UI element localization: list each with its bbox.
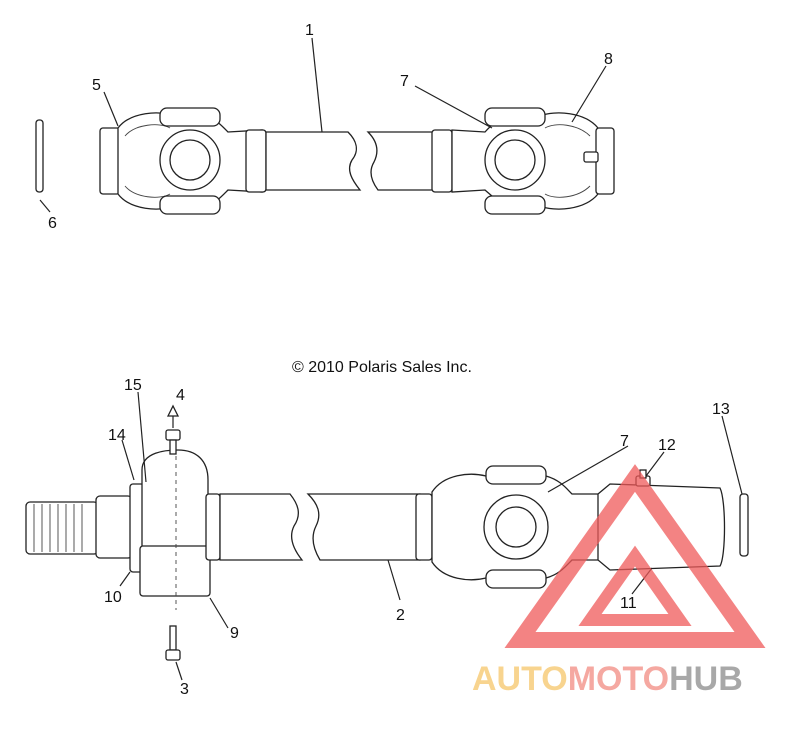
watermark-text: AUTOMOTOHUB (472, 660, 743, 698)
callout-7-top: 7 (400, 73, 409, 90)
watermark-triangle-outer (504, 464, 766, 648)
callout-11: 11 (620, 595, 637, 612)
callout-4: 4 (176, 387, 185, 404)
right-yoke (431, 107, 615, 215)
callout-10: 10 (104, 589, 122, 606)
left-yoke (99, 107, 267, 215)
callout-9: 9 (230, 625, 239, 642)
callout-6: 6 (48, 215, 57, 232)
shaft-tube-left (265, 131, 362, 191)
copyright-notice: © 2010 Polaris Sales Inc. (292, 359, 472, 376)
bolt-lower (165, 625, 181, 661)
watermark-logo: AUTOMOTOHUB (472, 464, 766, 698)
roll-pin (35, 119, 44, 193)
lower-shaft-tube-right (306, 493, 421, 561)
callout-13: 13 (712, 401, 730, 418)
splined-stub (25, 495, 133, 559)
shaft-tube-right (366, 131, 441, 191)
callout-7-bottom: 7 (620, 433, 629, 450)
lower-yoke (415, 465, 601, 589)
callout-5: 5 (92, 77, 101, 94)
callout-1: 1 (305, 22, 314, 39)
callout-3: 3 (180, 681, 189, 698)
callout-12: 12 (658, 437, 676, 454)
bolt-upper (165, 404, 181, 455)
bearing-housing (129, 449, 221, 610)
callout-8: 8 (604, 51, 613, 68)
callout-15: 15 (124, 377, 142, 394)
top-propshaft-assembly (35, 107, 615, 215)
watermark-triangle-inner (578, 545, 692, 626)
seal-ring (739, 493, 749, 557)
lower-shaft-tube-left (219, 493, 304, 561)
callout-14: 14 (108, 427, 126, 444)
callout-2: 2 (396, 607, 405, 624)
